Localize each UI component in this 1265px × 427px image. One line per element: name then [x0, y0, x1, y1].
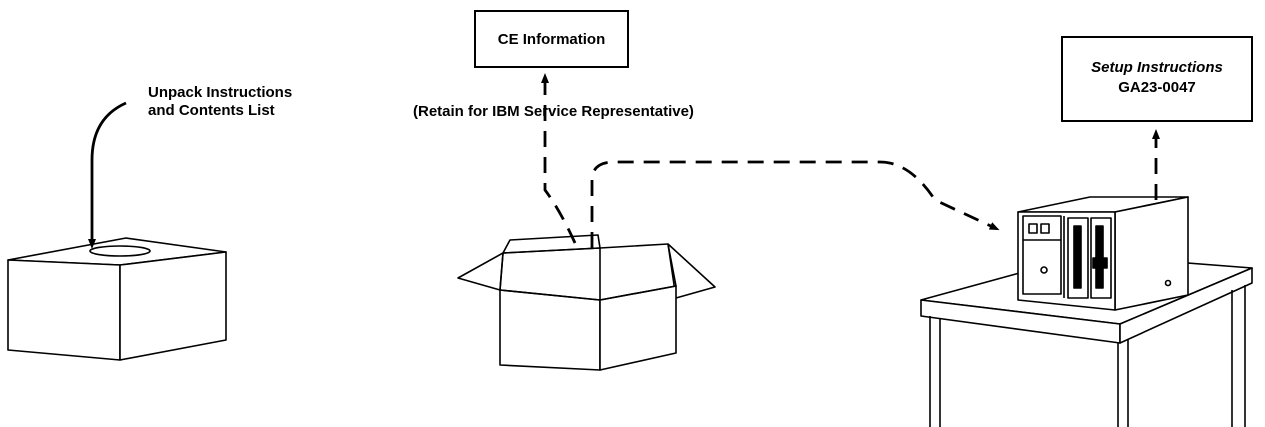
unpack-label-line1: Unpack Instructions: [148, 84, 293, 101]
ce-dashed-path: [541, 73, 577, 244]
unpack-instructions-label: Unpack Instructions and Contents List: [148, 84, 292, 120]
closed-box: [7, 237, 227, 361]
setup-instructions-title: Setup Instructions: [1091, 59, 1223, 76]
instructions-envelope: [89, 245, 151, 257]
unpack-label-line2: and Contents List: [148, 102, 275, 119]
ce-information-box: CE Information: [474, 10, 629, 68]
unit-dashed-path: [590, 160, 1000, 248]
setup-instructions-number: GA23-0047: [1118, 79, 1196, 96]
unpack-arrow: [88, 101, 127, 249]
open-box: [457, 234, 716, 371]
setup-instructions-box: Setup Instructions GA23-0047: [1061, 36, 1253, 122]
retain-caption: (Retain for IBM Service Representative): [413, 103, 694, 120]
ce-information-label: CE Information: [497, 31, 606, 48]
system-unit: [1017, 196, 1189, 311]
